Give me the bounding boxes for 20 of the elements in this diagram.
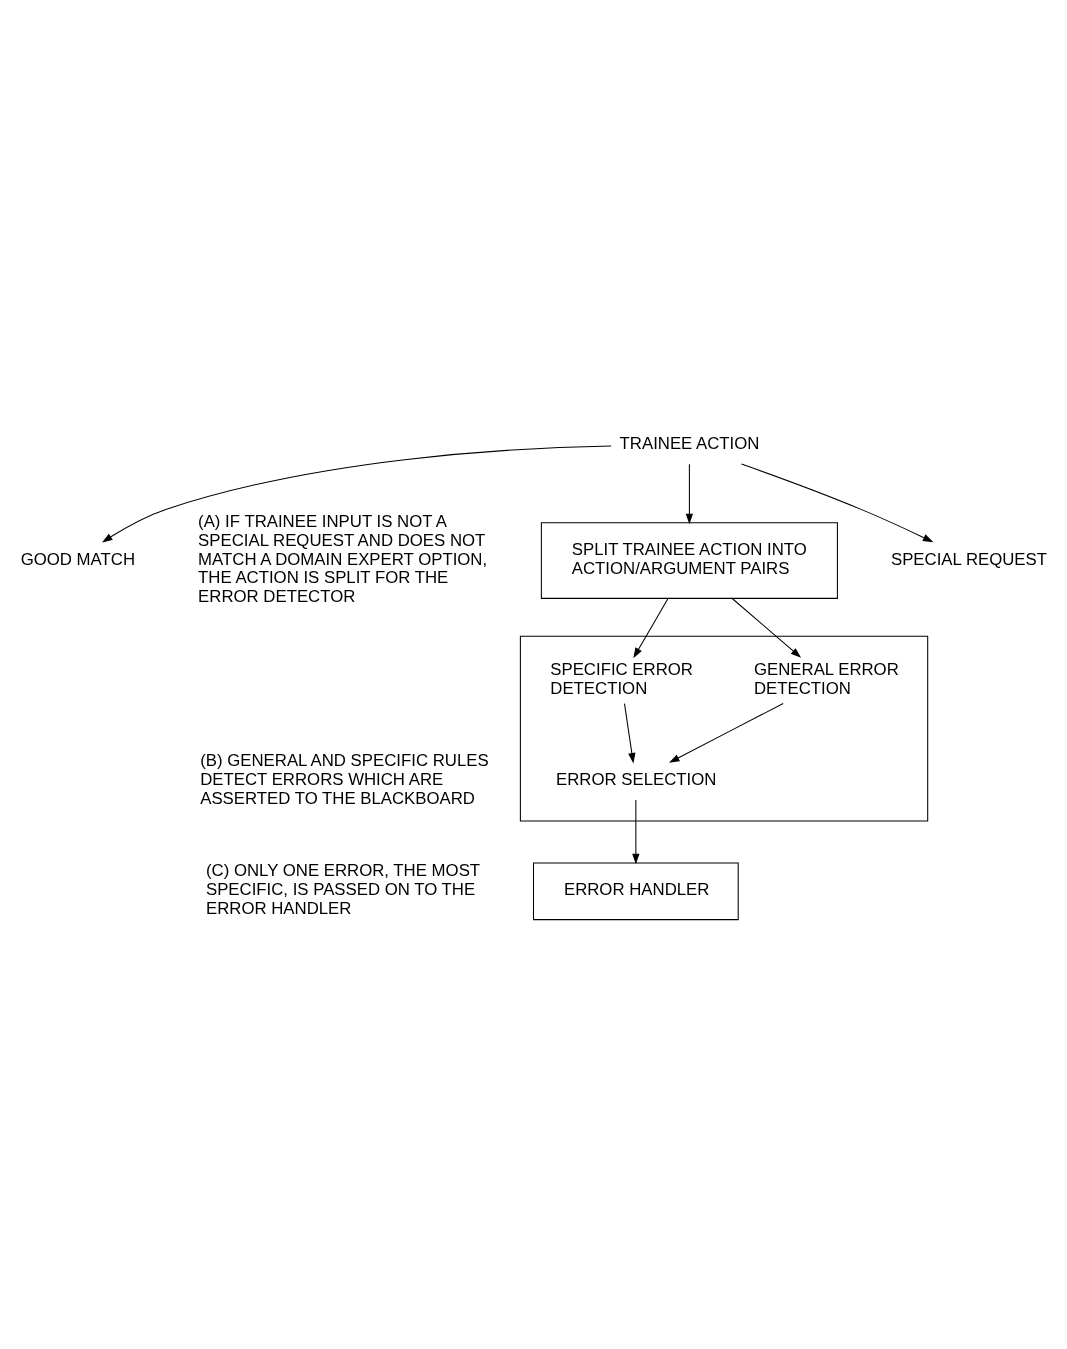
- arrow: [669, 702, 784, 763]
- node-box: SPLIT TRAINEE ACTION INTO ACTION/ARGUMENT PAIRS: [540, 521, 838, 599]
- cluster: [519, 635, 929, 821]
- arrow: [632, 798, 640, 864]
- label: (B) GENERAL AND SPECIFIC RULES DETECT ERRORS WHICH ARE ASSERTED TO THE BLACKBOARD: [200, 750, 489, 808]
- arrow: [623, 702, 636, 764]
- arrow: [731, 597, 802, 658]
- arrow: [740, 463, 934, 542]
- arrow: [685, 463, 694, 524]
- node-text: SPECIFIC ERROR DETECTION: [550, 659, 693, 698]
- node-box: ERROR HANDLER: [532, 861, 739, 920]
- arrow: [633, 597, 669, 658]
- label: (C) ONLY ONE ERROR, THE MOST SPECIFIC, IS PASSED ON TO THE ERROR HANDLER: [205, 860, 481, 918]
- node-text: GOOD MATCH: [20, 549, 136, 569]
- node-text: TRAINEE ACTION: [619, 433, 760, 453]
- arrow: [102, 444, 612, 543]
- node-text: SPECIAL REQUEST: [890, 549, 1047, 569]
- node-text: GENERAL ERROR DETECTION: [753, 659, 899, 698]
- node-text: ERROR SELECTION: [556, 769, 717, 789]
- label: (A) IF TRAINEE INPUT IS NOT A SPECIAL REQUEST AND DOES NOT MATCH A DOMAIN EXPERT OPTION, THE ACTION IS SPLIT FOR THE ERROR DETECTOR: [198, 511, 488, 606]
